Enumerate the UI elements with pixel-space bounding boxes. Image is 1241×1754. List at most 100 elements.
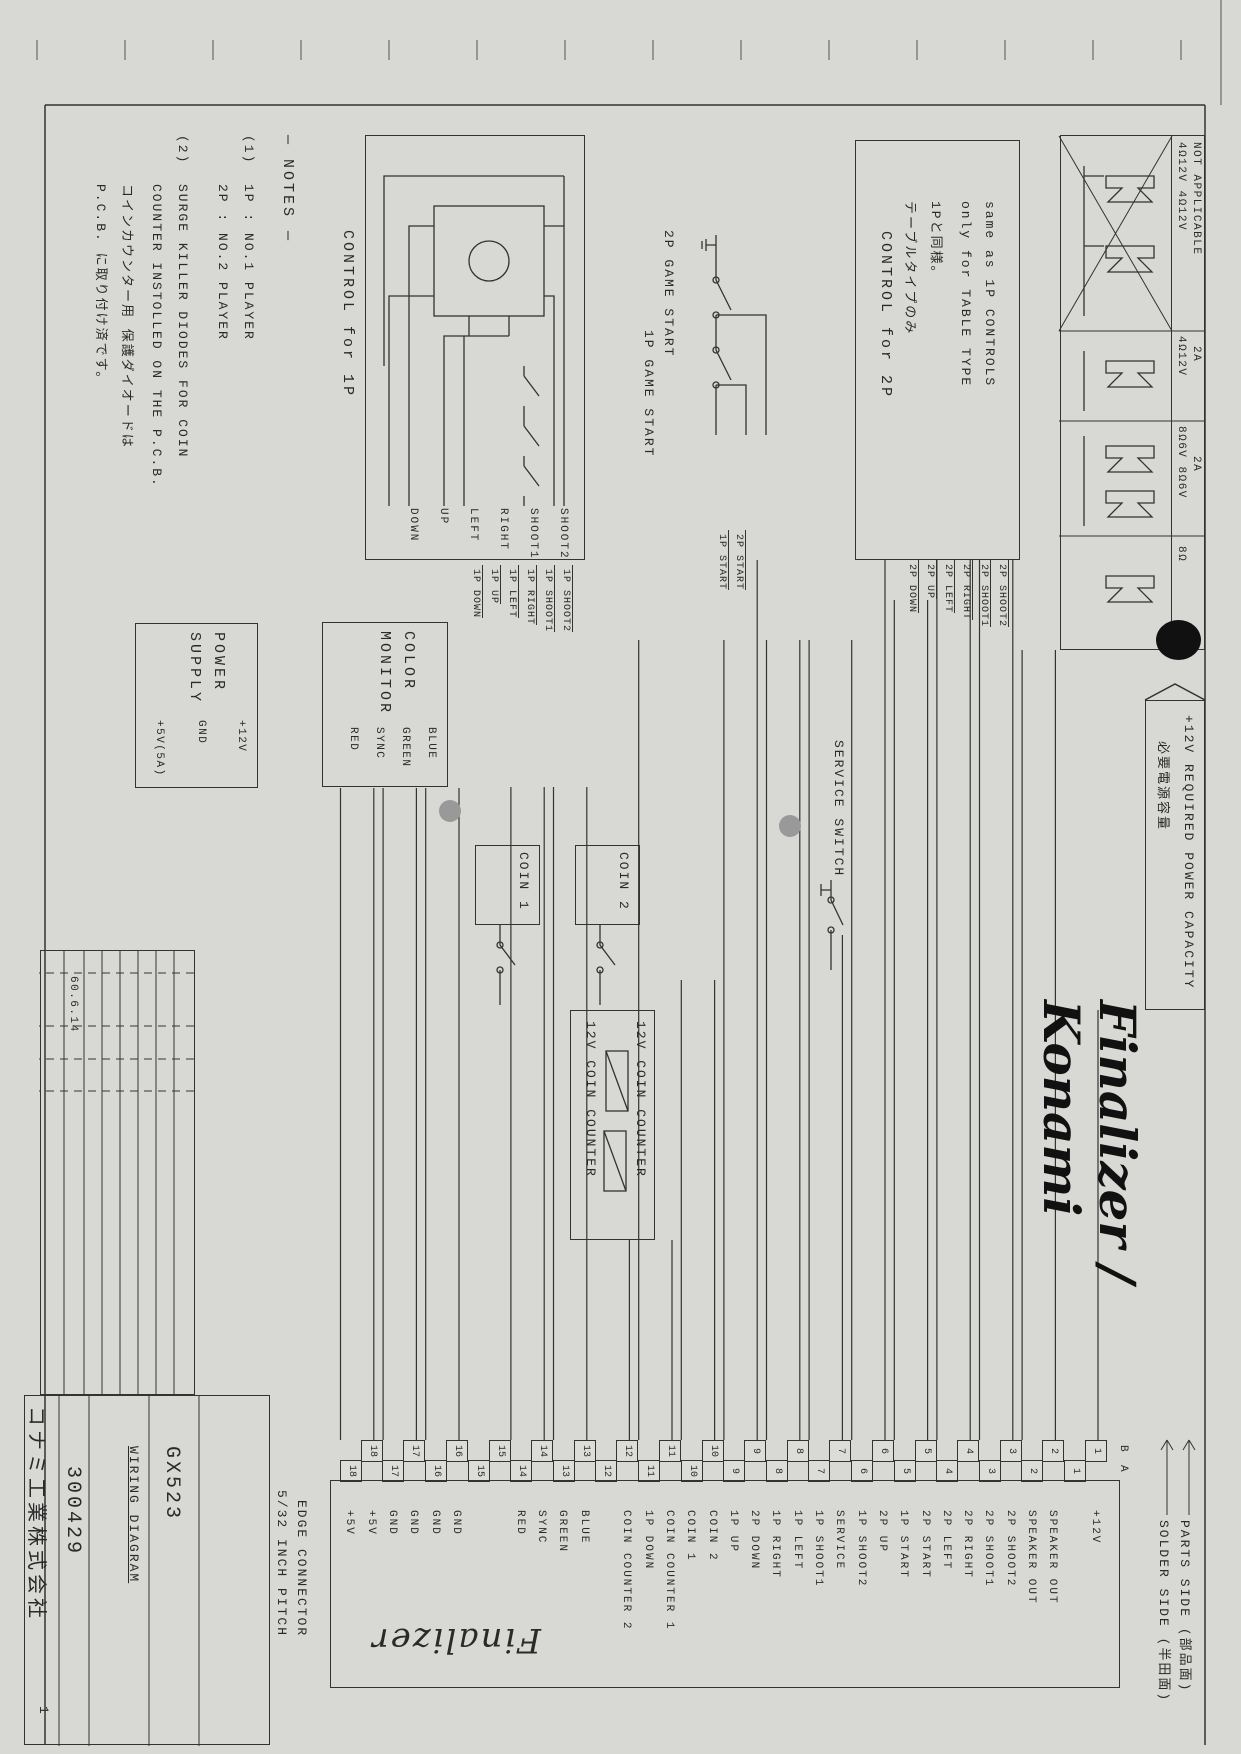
- control-2p-note-jp: テーブルタイプのみ: [902, 201, 917, 336]
- wire-label: 1P START: [712, 530, 729, 591]
- 1p-game-start-label: 1P GAME START: [641, 330, 656, 458]
- punch-hole: [439, 800, 461, 822]
- power-supply-title: SUPPLY: [186, 632, 203, 705]
- wire-label: 2P START: [729, 530, 746, 591]
- title-block: GX523 WIRING DIAGRAM 300429 コナミ工業株式会社 1: [23, 1395, 270, 1746]
- edge-pin-label: 1P START: [897, 1510, 910, 1579]
- switch-label: SHOOT1: [527, 508, 539, 560]
- monitor-pin: SYNC: [373, 727, 385, 760]
- pin-a-4: 4: [936, 1460, 959, 1482]
- control-2p-note: same as 1P CONTROLS: [982, 201, 997, 388]
- edge-connector-pitch: 5/32 INCH PITCH: [274, 1490, 289, 1638]
- pin-a-6: 6: [851, 1460, 873, 1482]
- wire-label: 2P RIGHT: [956, 560, 973, 621]
- 2p-game-start-label: 2P GAME START: [661, 230, 676, 358]
- control-2p-note: only for TABLE TYPE: [958, 201, 973, 388]
- edge-pin-label: 2P UP: [876, 1510, 888, 1554]
- power-capacity-label: +12V REQUIRED POWER CAPACITY: [1181, 715, 1196, 990]
- note-line: (1) 1P : NO.1 PLAYER: [241, 135, 256, 341]
- side-arrows: [1160, 1439, 1196, 1515]
- power-supply-title: POWER: [210, 632, 227, 693]
- pin-b-13: 13: [573, 1440, 596, 1462]
- edge-pin-label: 2P RIGHT: [961, 1510, 974, 1579]
- coin-1-label: COIN 1: [516, 852, 531, 911]
- speaker-icons: [1058, 135, 1204, 603]
- service-switch-label: SERVICE SWITCH: [831, 740, 846, 878]
- power-supply-pin: +12V: [235, 720, 247, 753]
- control-2p-title: CONTROL for 2P: [877, 231, 894, 400]
- edge-pin-label: +5V: [343, 1510, 356, 1536]
- edge-pin-label: +12V: [1089, 1510, 1101, 1545]
- edge-pin-label: GND: [386, 1510, 399, 1536]
- pin-a-16: 16: [425, 1460, 447, 1482]
- pin-b-7: 7: [829, 1440, 852, 1462]
- coin-1-switch: COIN 1: [475, 845, 540, 925]
- pin-b-15: 15: [488, 1440, 511, 1462]
- switch-label: RIGHT: [497, 508, 509, 552]
- note-line: 2P : NO.2 PLAYER: [215, 135, 230, 341]
- power-supply-pin: GND: [195, 720, 207, 745]
- edge-pin-label: GND: [407, 1510, 420, 1536]
- pin-b-14: 14: [531, 1440, 554, 1462]
- edge-pin-label: GND: [428, 1510, 441, 1536]
- note-line: コインカウンター用 保護ダイオードは: [119, 135, 134, 449]
- switch-label: SHOOT2: [557, 508, 569, 560]
- note-line: COUNTER INSTOLLED ON THE P.C.B.: [149, 135, 164, 488]
- wire-label: 1P RIGHT: [520, 565, 537, 626]
- pin-a-12: 12: [595, 1460, 618, 1482]
- pin-a-18: 18: [339, 1460, 362, 1482]
- revision-date: 60.6.14: [67, 976, 79, 1033]
- start-switches: [701, 235, 767, 435]
- wire-label: 1P SHOOT2: [556, 565, 573, 633]
- punch-hole: [779, 815, 801, 837]
- edge-pin-label: SPEAKER OUT: [1046, 1510, 1059, 1605]
- sheet-number: 1: [36, 1706, 51, 1716]
- edge-pin-label: 1P UP: [726, 1510, 739, 1554]
- pin-b-11: 11: [659, 1440, 681, 1462]
- color-monitor-box: COLOR MONITOR BLUE GREEN SYNC RED: [322, 622, 448, 787]
- edge-pin-label: 2P DOWN: [748, 1510, 761, 1571]
- edge-pin-label: 2P START: [918, 1510, 931, 1579]
- edge-pin-label: 1P LEFT: [790, 1510, 803, 1571]
- pin-a-10: 10: [680, 1460, 703, 1482]
- pin-b-5: 5: [914, 1440, 937, 1462]
- monitor-pin: RED: [347, 727, 359, 752]
- wire-label: 1P UP: [484, 565, 501, 605]
- pin-a-5: 5: [893, 1460, 916, 1482]
- edge-pin-label: RED: [513, 1510, 526, 1536]
- wire-label: 2P DOWN: [902, 560, 919, 614]
- wire-label: 1P SHOOT1: [538, 565, 555, 633]
- drawing-number: 300429: [61, 1466, 84, 1557]
- coin-2-switch: COIN 2: [575, 845, 640, 925]
- switch-label: LEFT: [467, 508, 479, 543]
- power-supply-pin: +5V(5A): [153, 720, 165, 777]
- edge-pin-label: 2P LEFT: [939, 1510, 952, 1571]
- pin-a-9: 9: [723, 1460, 746, 1482]
- pin-b-1: 1: [1085, 1440, 1107, 1462]
- edge-pin-label: 1P DOWN: [641, 1510, 654, 1571]
- monitor-pin: BLUE: [425, 727, 437, 760]
- service-switch-icon: [820, 880, 844, 970]
- edge-pin-label: SPEAKER OUT: [1025, 1510, 1038, 1605]
- parts-side-label: PARTS SIDE (部品面): [1177, 1520, 1192, 1693]
- control-2p-box: CONTROL for 2P same as 1P CONTROLS only …: [855, 140, 1020, 560]
- pin-b-12: 12: [616, 1440, 639, 1462]
- edge-pin-label: 1P SHOOT1: [812, 1510, 825, 1588]
- monitor-title: COLOR: [400, 631, 417, 692]
- pin-a-2: 2: [1021, 1460, 1044, 1482]
- side-a-label: A: [1117, 1465, 1129, 1474]
- pin-b-3: 3: [999, 1440, 1022, 1462]
- pin-b-2: 2: [1042, 1440, 1065, 1462]
- pin-b-6: 6: [872, 1440, 894, 1462]
- pin-a-1: 1: [1064, 1460, 1086, 1482]
- edge-pin-label: +5V: [364, 1510, 377, 1536]
- power-supply-box: POWER SUPPLY +12V GND +5V(5A): [135, 623, 258, 788]
- switch-label: DOWN: [407, 508, 419, 543]
- switch-label: UP: [437, 508, 449, 526]
- note-line: P.C.B. に取り付け済です。: [93, 135, 108, 387]
- edge-pin-label: SYNC: [535, 1510, 548, 1545]
- coin-switch-contacts: [496, 925, 616, 1005]
- coin-2-label: COIN 2: [616, 852, 631, 911]
